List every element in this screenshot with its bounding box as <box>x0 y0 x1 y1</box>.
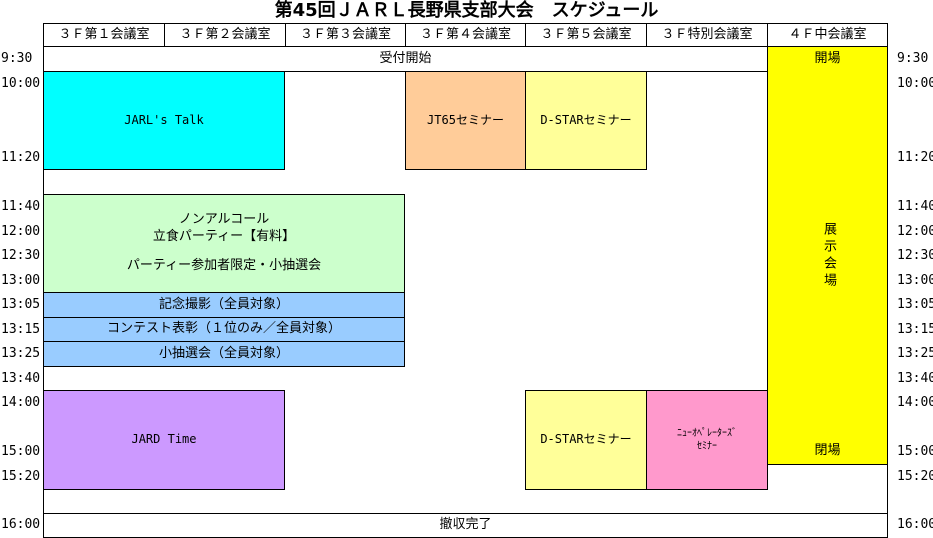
event-jarl-talk: JARL's Talk <box>43 71 285 170</box>
time-right: 13:05 <box>897 297 933 312</box>
time-left: 14:00 <box>1 395 41 410</box>
time-left: 15:00 <box>1 444 41 459</box>
newop-line-1: ﾆｭｰｵﾍﾟﾚｰﾀｰｽﾞ <box>677 428 737 439</box>
room-header-5: ３Ｆ第５会議室 <box>525 23 647 47</box>
page-title: 第45回ＪＡＲＬ長野県支部大会 スケジュール <box>274 0 659 21</box>
hall-close: 閉場 <box>814 443 841 459</box>
event-jt65: JT65セミナー <box>405 71 526 170</box>
time-left: 13:15 <box>1 322 41 337</box>
hall-open: 開場 <box>814 51 841 66</box>
time-right: 12:30 <box>897 248 933 263</box>
party-line-3: パーティー参加者限定・小抽選会 <box>126 257 322 273</box>
time-left: 13:25 <box>1 346 41 361</box>
time-right: 13:25 <box>897 346 933 361</box>
event-contest-award: コンテスト表彰（１位のみ／全員対象） <box>43 317 405 342</box>
newop-line-2: ｾﾐﾅｰ <box>697 441 717 452</box>
time-left: 13:05 <box>1 297 41 312</box>
event-lottery: 小抽選会（全員対象） <box>43 341 405 367</box>
time-right: 9:30 <box>897 51 929 66</box>
event-jard-label: JARD Time <box>131 432 197 447</box>
room-header-special: ３Ｆ特別会議室 <box>646 23 768 47</box>
event-party: ノンアルコール 立食パーティー【有料】 パーティー参加者限定・小抽選会 <box>43 194 405 293</box>
hall-exhibit: 展示会場 <box>820 221 836 290</box>
time-left: 16:00 <box>1 517 41 532</box>
event-dstar-1-label: D-STARセミナー <box>540 112 632 127</box>
party-line-1: ノンアルコール <box>178 212 270 228</box>
room-header-1: ３Ｆ第１会議室 <box>43 23 165 47</box>
time-right: 13:00 <box>897 273 933 288</box>
room-header-2: ３Ｆ第２会議室 <box>164 23 286 47</box>
time-left: 11:40 <box>1 199 41 214</box>
time-left: 12:30 <box>1 248 41 263</box>
event-exhibit-hall: 開場 展示会場 閉場 <box>767 46 888 465</box>
room-header-4f: ４Ｆ中会議室 <box>767 23 888 47</box>
time-right: 15:00 <box>897 444 933 459</box>
party-line-2: 立食パーティー【有料】 <box>152 229 296 245</box>
time-right: 16:00 <box>897 517 933 532</box>
time-right: 13:40 <box>897 371 933 386</box>
room-header-3: ３Ｆ第３会議室 <box>285 23 406 47</box>
event-jarl-talk-label: JARL's Talk <box>124 112 204 127</box>
time-left: 13:40 <box>1 371 41 386</box>
event-teardown: 撤収完了 <box>43 513 888 538</box>
room-header-4: ３Ｆ第４会議室 <box>405 23 526 47</box>
time-left: 12:00 <box>1 224 41 239</box>
event-new-operators: ﾆｭｰｵﾍﾟﾚｰﾀｰｽﾞ ｾﾐﾅｰ <box>646 390 768 490</box>
event-jard-time: JARD Time <box>43 390 285 490</box>
event-reception: 受付開始 <box>43 46 768 72</box>
time-right: 12:00 <box>897 224 933 239</box>
event-dstar-1: D-STARセミナー <box>525 71 647 170</box>
time-right: 11:20 <box>897 150 933 165</box>
time-left: 11:20 <box>1 150 41 165</box>
time-left: 10:00 <box>1 76 41 91</box>
time-right: 13:15 <box>897 322 933 337</box>
event-dstar-2: D-STARセミナー <box>525 390 647 490</box>
time-right: 11:40 <box>897 199 933 214</box>
time-left: 15:20 <box>1 469 41 484</box>
event-jt65-label: JT65セミナー <box>427 112 504 127</box>
time-right: 14:00 <box>897 395 933 410</box>
time-right: 10:00 <box>897 76 933 91</box>
time-left: 9:30 <box>1 51 33 66</box>
event-photo: 記念撮影（全員対象） <box>43 292 405 318</box>
time-left: 13:00 <box>1 273 41 288</box>
time-right: 15:20 <box>897 469 933 484</box>
event-dstar-2-label: D-STARセミナー <box>540 432 632 447</box>
